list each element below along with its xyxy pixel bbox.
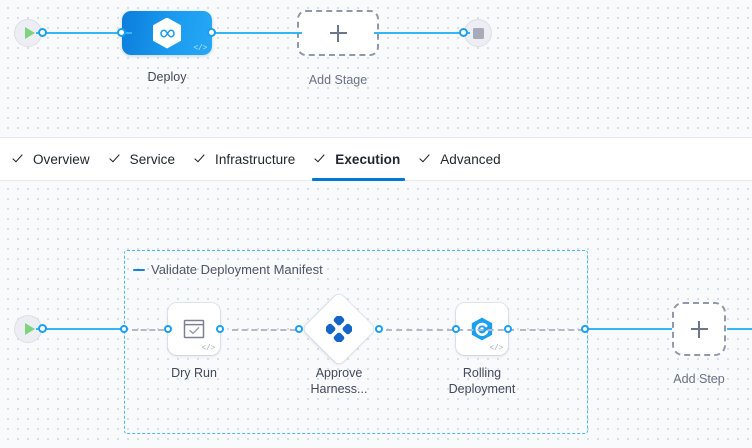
stage-canvas[interactable]: </> Deploy Add Stage <box>0 0 752 137</box>
play-icon <box>24 323 35 335</box>
approval-diamond-icon <box>326 316 352 342</box>
tab-overview-label: Overview <box>33 151 90 167</box>
execution-start-node[interactable] <box>14 315 47 343</box>
tab-execution-label: Execution <box>335 151 401 167</box>
step-dry-run-in-port[interactable] <box>164 325 172 333</box>
step-dry-run-card[interactable]: </> <box>168 303 220 355</box>
end-node-port[interactable] <box>459 28 468 37</box>
link-start-to-deploy <box>36 32 132 34</box>
execution-start-port[interactable] <box>38 324 47 333</box>
check-icon <box>14 153 26 165</box>
add-step-label: Add Step <box>673 372 725 386</box>
plus-icon <box>690 320 708 338</box>
step-group-header[interactable]: Validate Deployment Manifest <box>133 262 323 277</box>
stage-tab-bar[interactable]: Overview Service Infrastructure Executio… <box>0 137 752 181</box>
step-rolling-code-badge[interactable]: </> <box>489 344 503 353</box>
step-dry-run-out-port[interactable] <box>216 325 224 333</box>
step-dry-run-code-badge[interactable]: </> <box>201 344 215 353</box>
stage-deploy-label: Deploy <box>147 70 187 84</box>
harness-hexagon-icon <box>153 17 181 49</box>
link-dryrun-to-approve <box>232 329 296 331</box>
stage-node-deploy[interactable]: </> Deploy <box>117 11 216 84</box>
step-group-title: Validate Deployment Manifest <box>151 262 323 277</box>
step-group-validate-deployment-manifest[interactable] <box>124 250 588 434</box>
tab-execution[interactable]: Execution <box>312 138 417 181</box>
tab-advanced[interactable]: Advanced <box>417 138 517 180</box>
step-approve-out-port[interactable] <box>375 325 383 333</box>
step-node-dry-run[interactable]: </> Dry Run <box>164 303 224 380</box>
link-deploy-to-addstage <box>210 32 302 34</box>
stage-deploy-card[interactable]: </> <box>122 11 212 55</box>
plus-icon <box>329 24 347 42</box>
link-addstep-outgoing <box>727 328 752 330</box>
step-node-approve-harness[interactable]: Approve Harness... <box>295 292 383 396</box>
group-in-port[interactable] <box>120 325 128 333</box>
step-approve-in-port[interactable] <box>295 325 303 333</box>
link-group-to-dryrun <box>132 329 164 331</box>
start-node[interactable] <box>14 19 47 47</box>
tab-infrastructure[interactable]: Infrastructure <box>192 138 312 180</box>
tab-advanced-label: Advanced <box>440 151 501 167</box>
add-stage-node[interactable]: Add Stage <box>297 10 379 87</box>
collapse-dash-icon[interactable] <box>133 268 145 271</box>
execution-canvas[interactable]: Validate Deployment Manifest <box>0 181 752 448</box>
step-approve-card[interactable] <box>302 292 376 366</box>
step-rolling-out-port[interactable] <box>504 325 512 333</box>
tab-service-label: Service <box>129 151 176 167</box>
add-step-node[interactable]: Add Step <box>672 302 726 386</box>
link-approve-to-rolling <box>386 329 514 331</box>
check-icon <box>316 153 328 165</box>
link-addstage-to-end <box>374 32 470 34</box>
step-approve-label: Approve Harness... <box>310 366 368 396</box>
step-dry-run-label: Dry Run <box>171 366 217 380</box>
link-start-to-group <box>36 328 128 330</box>
check-icon <box>196 153 208 165</box>
add-step-button[interactable] <box>672 302 726 356</box>
link-group-to-addstep <box>588 328 672 330</box>
tab-service[interactable]: Service <box>107 138 192 180</box>
group-out-port[interactable] <box>581 325 589 333</box>
tab-overview[interactable]: Overview <box>10 138 107 180</box>
add-stage-label: Add Stage <box>308 73 368 87</box>
link-rolling-to-groupend <box>520 329 584 331</box>
stage-code-badge[interactable]: </> <box>193 44 207 53</box>
dry-run-checkwindow-icon <box>182 317 206 341</box>
play-icon <box>24 27 35 39</box>
step-rolling-in-port[interactable] <box>452 325 460 333</box>
stage-deploy-out-port[interactable] <box>207 28 216 37</box>
check-icon <box>111 153 123 165</box>
start-node-circle <box>14 19 42 47</box>
stop-icon <box>472 27 484 39</box>
start-node-port[interactable] <box>38 28 47 37</box>
step-node-rolling-deployment[interactable]: </> Rolling Deployment <box>449 303 515 396</box>
tab-infrastructure-label: Infrastructure <box>215 151 296 167</box>
stage-deploy-in-port[interactable] <box>117 28 126 37</box>
step-rolling-label: Rolling Deployment <box>448 366 516 396</box>
add-stage-button[interactable] <box>297 10 379 56</box>
check-icon <box>421 153 433 165</box>
